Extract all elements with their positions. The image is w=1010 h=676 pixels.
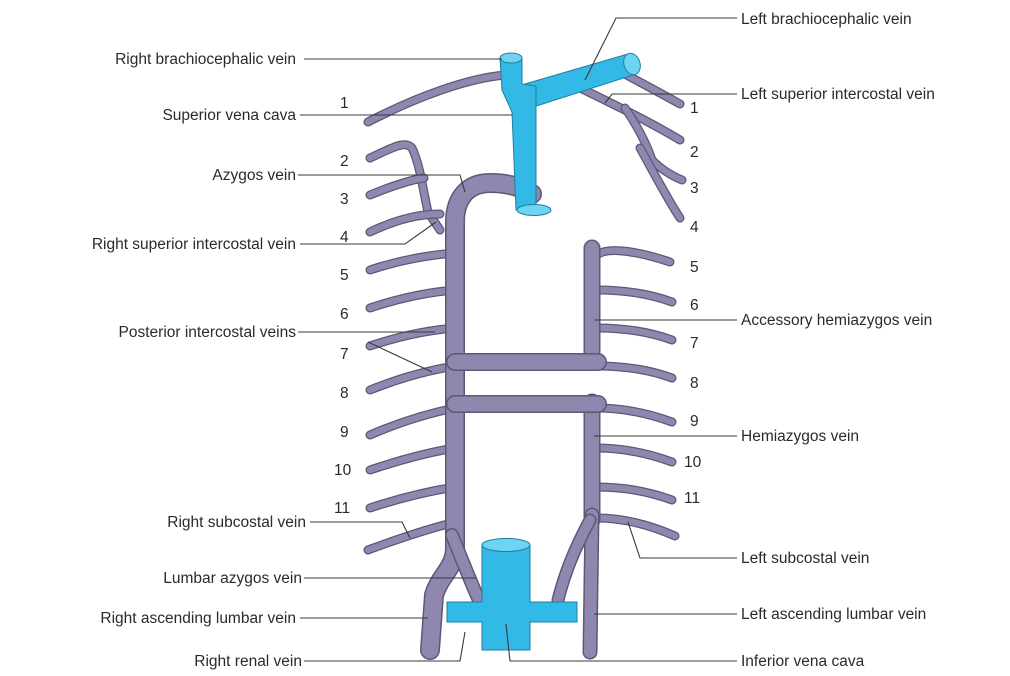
cross-communications — [455, 362, 598, 404]
right-intercostal-veins — [368, 75, 505, 550]
label-right-brachiocephalic-vein: Right brachiocephalic vein — [115, 51, 296, 68]
label-lumbar-azygos-vein: Lumbar azygos vein — [163, 570, 302, 587]
right-number-1: 1 — [340, 95, 349, 112]
right-labels: Left brachiocephalic vein Left superior … — [741, 11, 935, 670]
label-right-subcostal-vein: Right subcostal vein — [167, 514, 306, 531]
hemiazygos-trunk — [558, 248, 592, 652]
left-brachiocephalic-shape — [518, 51, 643, 110]
right-intercostal-numbers: 1 2 3 4 5 6 7 8 9 10 11 — [334, 95, 352, 517]
label-right-superior-intercostal-vein: Right superior intercostal vein — [92, 236, 296, 253]
right-number-2: 2 — [340, 153, 349, 170]
label-inferior-vena-cava: Inferior vena cava — [741, 653, 865, 670]
left-labels: Right brachiocephalic vein Superior vena… — [92, 51, 306, 670]
label-azygos-vein: Azygos vein — [212, 167, 296, 184]
left-number-11: 11 — [684, 490, 700, 507]
label-superior-vena-cava: Superior vena cava — [162, 107, 296, 124]
left-number-2: 2 — [690, 144, 699, 161]
label-hemiazygos-vein: Hemiazygos vein — [741, 428, 859, 445]
right-number-6: 6 — [340, 306, 349, 323]
left-number-9: 9 — [690, 413, 699, 430]
label-posterior-intercostal-veins: Posterior intercostal veins — [119, 324, 297, 341]
left-number-7: 7 — [690, 335, 699, 352]
left-number-4: 4 — [690, 219, 699, 236]
left-number-3: 3 — [690, 180, 699, 197]
label-left-ascending-lumbar-vein: Left ascending lumbar vein — [741, 606, 926, 623]
label-accessory-hemiazygos-vein: Accessory hemiazygos vein — [741, 312, 932, 329]
left-intercostal-numbers: 1 2 3 4 5 6 7 8 9 10 11 — [684, 100, 702, 507]
label-left-brachiocephalic-vein: Left brachiocephalic vein — [741, 11, 912, 28]
left-number-6: 6 — [690, 297, 699, 314]
right-number-11: 11 — [334, 500, 350, 517]
label-right-ascending-lumbar-vein: Right ascending lumbar vein — [100, 610, 296, 627]
right-number-10: 10 — [334, 462, 352, 479]
label-right-renal-vein: Right renal vein — [194, 653, 302, 670]
left-number-10: 10 — [684, 454, 702, 471]
right-number-4: 4 — [340, 229, 349, 246]
left-number-8: 8 — [690, 375, 699, 392]
left-number-1: 1 — [690, 100, 699, 117]
right-number-3: 3 — [340, 191, 349, 208]
left-number-5: 5 — [690, 259, 699, 276]
right-number-9: 9 — [340, 424, 349, 441]
right-number-8: 8 — [340, 385, 349, 402]
label-left-superior-intercostal-vein: Left superior intercostal vein — [741, 86, 935, 103]
label-left-subcostal-vein: Left subcostal vein — [741, 550, 869, 567]
right-number-5: 5 — [340, 267, 349, 284]
azygos-system — [368, 51, 682, 652]
right-number-7: 7 — [340, 346, 349, 363]
